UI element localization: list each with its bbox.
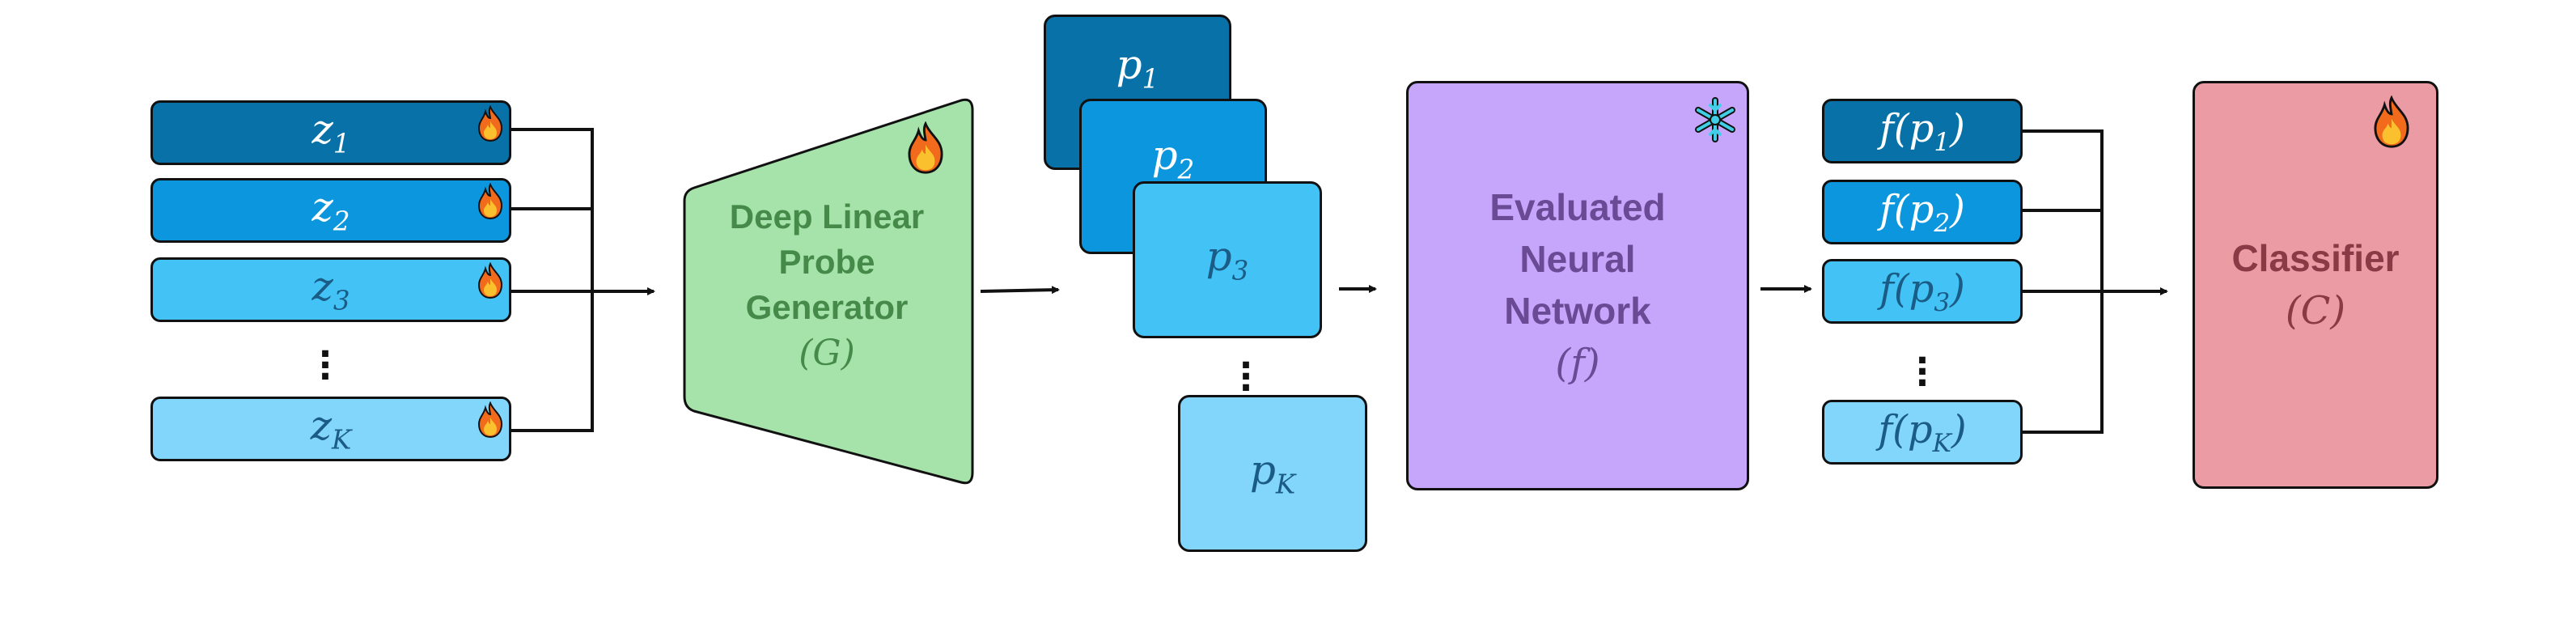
output-label-k: f(pK) (1878, 406, 1967, 458)
probe-label-k: pK (1249, 447, 1296, 500)
fire-icon (2374, 95, 2409, 148)
classifier-block: Classifier (C) (2193, 81, 2438, 489)
network-title-line-2: Neural (1519, 238, 1636, 280)
fire-icon (477, 105, 503, 142)
network-title-line-3: Network (1504, 290, 1651, 332)
generator-title-line-2: Probe (778, 243, 875, 281)
output-bracket (2023, 129, 2104, 434)
output-box-1: f(p1) (1822, 99, 2023, 163)
probe-label-3: p3 (1205, 233, 1249, 286)
latent-ellipsis: ... (318, 325, 333, 388)
fire-icon (477, 401, 503, 439)
latent-bracket (510, 128, 594, 432)
generator-title-line-3: Generator (745, 288, 909, 326)
network-symbol: (f) (1555, 341, 1600, 386)
probe-label-1: p1 (1116, 41, 1159, 95)
network-title-line-1: Evaluated (1489, 186, 1666, 228)
generator-to-probes-arrow (980, 286, 1060, 295)
classifier-symbol: (C) (2285, 288, 2346, 333)
output-label-2: f(p2) (1879, 186, 1965, 238)
latent-box-k: zK (150, 397, 511, 461)
latent-label-k: zK (310, 402, 352, 456)
output-box-2: f(p2) (1822, 180, 2023, 244)
probe-label-2: p2 (1151, 132, 1195, 185)
generator-symbol: (G) (799, 333, 855, 374)
output-label-1: f(p1) (1879, 105, 1965, 157)
generator-label: Deep Linear Probe Generator (G) (697, 194, 956, 377)
classifier-title: Classifier (2231, 237, 2400, 279)
fire-icon (477, 262, 503, 299)
network-block: Evaluated Neural Network (f) (1406, 81, 1749, 490)
latent-box-3: z3 (150, 257, 511, 322)
probe-box-k: pK (1178, 395, 1367, 552)
output-box-k: f(pK) (1822, 400, 2023, 465)
latent-box-1: z1 (150, 100, 511, 165)
latent-label-3: z3 (311, 263, 350, 316)
generator-block (683, 98, 974, 485)
snowflake-icon (1695, 97, 1735, 142)
latent-label-1: z1 (311, 106, 350, 159)
latent-label-2: z2 (311, 184, 350, 237)
fire-icon (908, 121, 943, 174)
fire-icon (477, 183, 503, 220)
output-box-3: f(p3) (1822, 259, 2023, 324)
latent-box-2: z2 (150, 178, 511, 243)
probe-box-3: p3 (1133, 181, 1322, 338)
output-ellipsis: ... (1915, 331, 1930, 395)
generator-title-line-1: Deep Linear (729, 197, 925, 236)
probe-ellipsis: ... (1239, 336, 1253, 400)
output-label-3: f(p3) (1879, 265, 1965, 317)
